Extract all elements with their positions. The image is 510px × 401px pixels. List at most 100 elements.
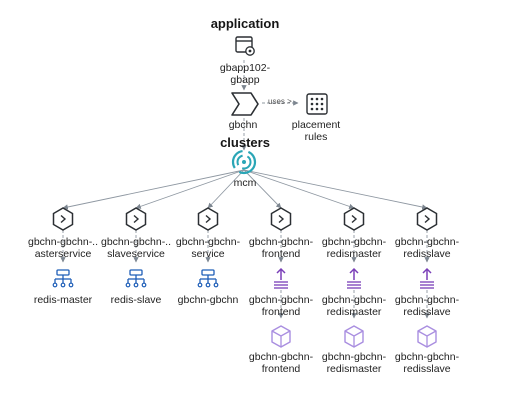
network-node-label-1[interactable]: redis-master	[34, 294, 92, 306]
service-node-label-4[interactable]: gbchn-gbchn- frontend	[249, 236, 313, 260]
deployment-icon-6	[420, 267, 434, 289]
placement-grid-dot	[315, 102, 319, 106]
edge-cluster-to-service-2	[135, 169, 245, 209]
placement-grid-dot	[320, 107, 324, 111]
cluster-swirl-outer	[231, 149, 257, 175]
network-1-name: redis-master	[33, 294, 93, 306]
placement-rules-icon	[306, 93, 328, 115]
service-node-label-1[interactable]: gbchn-gbchn-.. asterservice	[28, 236, 98, 260]
uses-edge-label: uses >	[268, 97, 292, 106]
network-2-name: redis-slave	[110, 294, 162, 306]
network-endpoint	[125, 282, 131, 288]
network-top-box	[201, 269, 215, 276]
deployment-arrow-head	[276, 267, 286, 274]
pod-5-line1: gbchn-gbchn-	[321, 351, 387, 363]
placement-node-label[interactable]: placement rules	[292, 119, 340, 143]
placement-grid-dot	[315, 107, 319, 111]
service-node-label-6[interactable]: gbchn-gbchn- redisslave	[395, 236, 459, 260]
application-node-label[interactable]: gbapp102- gbapp	[220, 62, 270, 86]
placement-name-line2: rules	[304, 131, 328, 143]
network-endpoint	[52, 282, 58, 288]
cluster-node-label[interactable]: mcm	[234, 177, 257, 189]
network-node-label-2[interactable]: redis-slave	[111, 294, 162, 306]
deployment-6-line2: redisslave	[403, 306, 451, 318]
deployment-6-line1: gbchn-gbchn-	[394, 294, 460, 306]
deployment-5-line1: gbchn-gbchn-	[321, 294, 387, 306]
cluster-swirl-icon	[231, 149, 257, 175]
deployment-node-label-6[interactable]: gbchn-gbchn- redisslave	[395, 294, 459, 318]
deployment-icon-4	[274, 267, 288, 289]
service-1-line1: gbchn-gbchn-..	[27, 236, 99, 248]
pod-cube-icon-5	[344, 325, 364, 348]
cluster-swirl-inner	[236, 154, 252, 170]
service-6-line2: redisslave	[403, 248, 451, 260]
section-title-application: application	[210, 16, 280, 31]
application-gear-hub	[248, 49, 252, 53]
section-title-clusters: clusters	[220, 135, 270, 150]
service-hexagon-icon-6	[416, 207, 438, 231]
service-hexagon-icon-2	[125, 207, 147, 231]
service-node-label-2[interactable]: gbchn-gbchn-.. slaveservice	[101, 236, 171, 260]
placement-grid-dot	[310, 102, 314, 106]
network-node-label-3[interactable]: gbchn-gbchn	[178, 294, 239, 306]
subscription-name: gbchn	[228, 119, 258, 131]
network-endpoint	[141, 282, 147, 288]
pod-4-line2: frontend	[261, 363, 301, 375]
network-endpoint	[213, 282, 219, 288]
placement-grid-dot	[310, 97, 314, 101]
placement-grid-dot	[315, 97, 319, 101]
network-icon-1	[52, 269, 74, 288]
deployment-4-line2: frontend	[261, 306, 301, 318]
service-chevron-glyph	[133, 214, 140, 224]
pod-6-line2: redisslave	[403, 363, 451, 375]
subscription-node-label[interactable]: gbchn	[229, 119, 258, 131]
deployment-icon-5	[347, 267, 361, 289]
service-hexagon-outline	[270, 207, 292, 231]
service-hexagon-outline	[343, 207, 365, 231]
pod-5-line2: redismaster	[326, 363, 382, 375]
service-hexagon-outline	[197, 207, 219, 231]
network-endpoint	[133, 282, 139, 288]
service-hexagon-outline	[52, 207, 74, 231]
service-4-line1: gbchn-gbchn-	[248, 236, 314, 248]
pod-cube-icon-6	[417, 325, 437, 348]
placement-grid-frame	[306, 93, 328, 115]
service-hexagon-outline	[125, 207, 147, 231]
network-endpoint	[68, 282, 74, 288]
service-hexagon-outline	[416, 207, 438, 231]
pod-node-label-5[interactable]: gbchn-gbchn- redismaster	[322, 351, 386, 375]
network-icon-2	[125, 269, 147, 288]
service-5-line2: redismaster	[326, 248, 382, 260]
service-node-label-3[interactable]: gbchn-gbchn- service	[176, 236, 240, 260]
service-5-line1: gbchn-gbchn-	[321, 236, 387, 248]
network-3-name: gbchn-gbchn	[177, 294, 239, 306]
edge-cluster-to-service-3	[207, 169, 245, 209]
pod-node-label-6[interactable]: gbchn-gbchn- redisslave	[395, 351, 459, 375]
service-chevron-glyph	[60, 214, 67, 224]
network-top-box	[56, 269, 70, 276]
deployment-4-line1: gbchn-gbchn-	[248, 294, 314, 306]
network-endpoint	[197, 282, 203, 288]
pod-6-line1: gbchn-gbchn-	[394, 351, 460, 363]
service-chevron-glyph	[278, 214, 285, 224]
deployment-5-line2: redismaster	[326, 306, 382, 318]
network-endpoint	[205, 282, 211, 288]
service-hexagon-icon-1	[52, 207, 74, 231]
application-name-line2: gbapp	[230, 74, 260, 86]
placement-grid-dot	[320, 102, 324, 106]
cluster-name: mcm	[233, 177, 257, 189]
deployment-node-label-5[interactable]: gbchn-gbchn- redismaster	[322, 294, 386, 318]
service-chevron-glyph	[205, 214, 212, 224]
placement-grid-dot	[320, 97, 324, 101]
deployment-node-label-4[interactable]: gbchn-gbchn- frontend	[249, 294, 313, 318]
network-icon-3	[197, 269, 219, 288]
service-node-label-5[interactable]: gbchn-gbchn- redismaster	[322, 236, 386, 260]
pod-cube-edges	[271, 330, 291, 347]
service-chevron-glyph	[424, 214, 431, 224]
service-2-line1: gbchn-gbchn-..	[100, 236, 172, 248]
placement-grid-dot	[310, 107, 314, 111]
edge-cluster-to-service-4	[243, 169, 282, 209]
pod-node-label-4[interactable]: gbchn-gbchn- frontend	[249, 351, 313, 375]
